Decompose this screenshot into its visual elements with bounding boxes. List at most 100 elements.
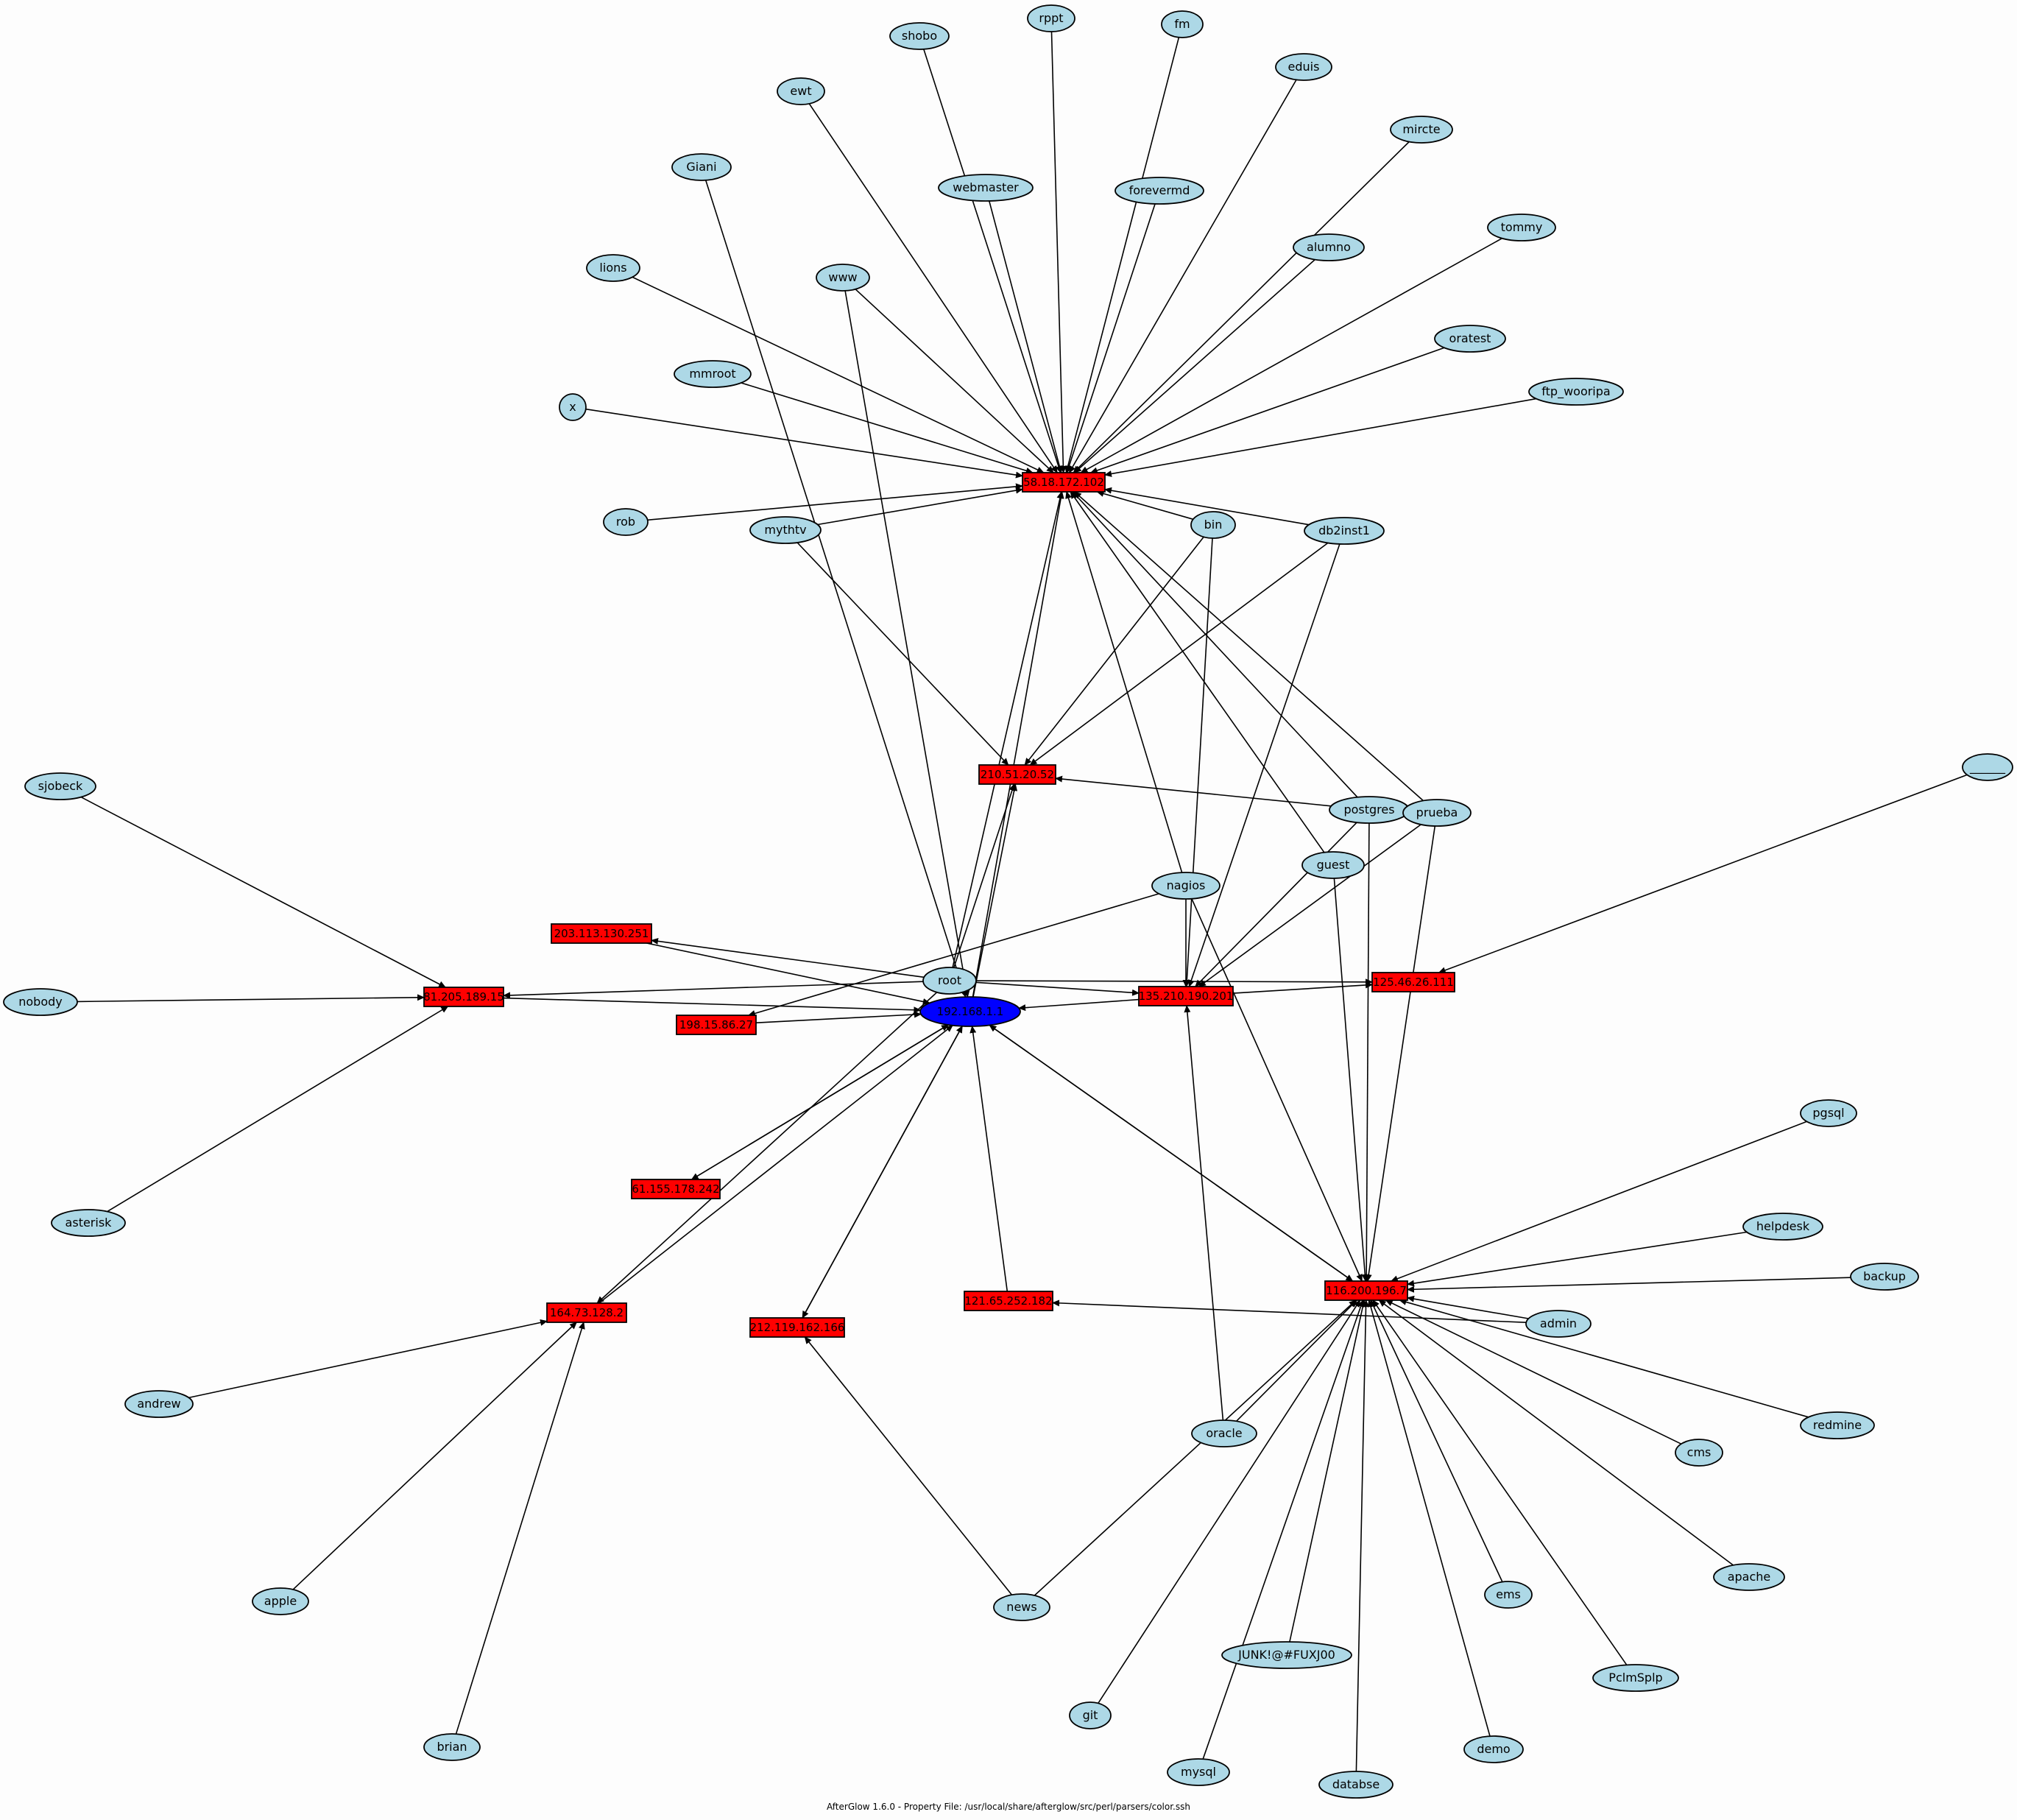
node-shobo[interactable]: shobo [889,22,950,50]
node-alumno[interactable]: alumno [1293,233,1365,261]
node-ems[interactable]: ems [1484,1581,1533,1609]
node-Giani[interactable]: Giani [671,153,732,181]
node-fm[interactable]: fm [1161,10,1204,38]
node-label: 212.119.162.166 [750,1321,845,1334]
node-databse[interactable]: databse [1318,1771,1393,1799]
node-mircte[interactable]: mircte [1390,116,1453,144]
node-rob[interactable]: rob [603,508,649,536]
node-apple[interactable]: apple [252,1587,309,1615]
node-mysql[interactable]: mysql [1167,1758,1230,1786]
edge-line [1034,1299,1357,1596]
node-andrew[interactable]: andrew [124,1390,194,1418]
edge-news-to-ip_212 [804,1336,1013,1595]
edge-line [80,796,446,988]
node-root[interactable]: root [922,967,977,995]
node-label: root [938,973,961,987]
node-ip_125[interactable]: 125.46.26.111 [1371,972,1455,992]
edge-line [1098,1299,1361,1704]
user-ellipse [671,153,732,181]
node-nobody[interactable]: nobody [3,988,78,1016]
node-demo[interactable]: demo [1463,1735,1524,1763]
node-redmine[interactable]: redmine [1800,1411,1875,1439]
node-guest[interactable]: guest [1301,851,1365,879]
edge-line [1365,825,1436,1282]
node-bin[interactable]: bin [1190,511,1236,539]
node-eduis[interactable]: eduis [1275,53,1332,81]
user-ellipse [1713,1563,1785,1591]
user-ellipse [1525,1310,1592,1338]
node-helpdesk[interactable]: helpdesk [1742,1213,1823,1241]
edge-line [923,49,1062,473]
node-ip_116[interactable]: 116.200.196.7 [1324,1280,1408,1301]
node-junk[interactable]: JUNK!@#FUXJ00 [1221,1641,1352,1669]
node-label: admin [1540,1316,1577,1330]
node-git[interactable]: git [1069,1701,1112,1729]
user-ellipse [1221,1641,1352,1669]
node-ip_135[interactable]: 135.210.190.201 [1138,986,1234,1006]
node-ip_203[interactable]: 203.113.130.251 [551,923,652,944]
edge-guest-to-ip_116 [1333,878,1368,1282]
user-ellipse [51,1209,126,1237]
node-ewt[interactable]: ewt [777,77,825,105]
edge-line [1073,259,1315,473]
node-cms[interactable]: cms [1675,1439,1723,1467]
edge-line [647,483,1023,521]
node-ip_61[interactable]: 61.155.178.242 [631,1179,721,1199]
node-label: db2inst1 [1318,523,1370,537]
edge-line [747,893,1159,1017]
target-ip-box [1371,972,1455,992]
node-nagios[interactable]: nagios [1151,872,1221,900]
node-forevermd[interactable]: forevermd [1115,177,1204,205]
node-label: 135.210.190.201 [1139,990,1234,1003]
node-mythtv[interactable]: mythtv [749,516,822,544]
edge-line [844,290,970,998]
node-ip_212[interactable]: 212.119.162.166 [749,1317,845,1338]
node-pgsql[interactable]: pgsql [1800,1099,1857,1127]
node-ftp_wooripa[interactable]: ftp_wooripa [1528,378,1624,406]
user-ellipse [1293,233,1365,261]
node-lions[interactable]: lions [586,254,640,282]
user-ellipse [1275,53,1332,81]
node-ip_210[interactable]: 210.51.20.52 [978,764,1056,785]
node-oratest[interactable]: oratest [1434,325,1506,353]
node-db2inst1[interactable]: db2inst1 [1304,517,1385,545]
node-postgres[interactable]: postgres [1329,796,1410,824]
edge-db2inst1-to-ip_top [1104,487,1310,526]
target-ip-box [1138,986,1234,1006]
node-oracle[interactable]: oracle [1191,1419,1257,1447]
node-hub[interactable]: 192.168.1.1 [919,996,1021,1027]
node-brian[interactable]: brian [423,1733,481,1761]
edge-line [455,1322,585,1735]
node-ip_164[interactable]: 164.73.128.2 [546,1302,627,1323]
node-tommy[interactable]: tommy [1487,214,1556,241]
node-ip_121[interactable]: 121.65.252.182 [964,1291,1053,1311]
edge-line [1438,774,1968,974]
node-ip_198[interactable]: 198.15.86.27 [676,1015,757,1035]
node-apache[interactable]: apache [1713,1563,1785,1591]
node-asterisk[interactable]: asterisk [51,1209,126,1237]
edge-mircte-to-ip_top [1073,141,1410,473]
node-rppt[interactable]: rppt [1027,4,1075,32]
edge-line [1072,491,1358,798]
node-sjobeck[interactable]: sjobeck [24,772,96,800]
node-PclmSplp[interactable]: PclmSplp [1592,1664,1679,1692]
edge-ewt-to-ip_top [808,103,1058,473]
node-ip_top[interactable]: 58.18.172.102 [1022,472,1106,493]
edge-ip_135-to-hub [1018,998,1140,1012]
node-x[interactable]: x [559,393,587,421]
node-webmaster[interactable]: webmaster [938,174,1034,202]
node-news[interactable]: news [993,1593,1050,1621]
edge-asterisk-to-ip_81a [107,1006,449,1213]
node-admin[interactable]: admin [1525,1310,1592,1338]
user-ellipse [1390,116,1453,144]
node-ip_81a[interactable]: 81.205.189.15 [423,987,504,1007]
edge-line [632,276,1045,473]
node-label: ______ [1969,760,2006,775]
user-ellipse [749,516,822,544]
node-prueba[interactable]: prueba [1402,799,1472,827]
user-ellipse [1191,1419,1257,1447]
node-backup[interactable]: backup [1850,1263,1919,1291]
node-underscores[interactable]: ______ [1962,753,2013,781]
node-www[interactable]: www [816,264,870,292]
node-mmroot[interactable]: mmroot [674,360,752,388]
